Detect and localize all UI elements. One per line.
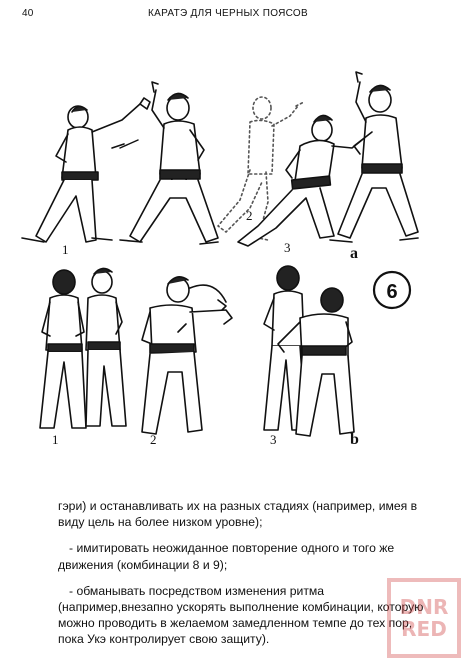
figure-number-circle	[372, 270, 412, 310]
row-a-step-3: 3	[284, 240, 291, 255]
row-a-step-1: 1	[62, 242, 69, 257]
row-a-letter: a	[350, 245, 358, 262]
figure-number: 6	[386, 281, 397, 303]
page-number: 40	[22, 8, 34, 19]
paragraph-3: - обманывать посредством изменения ритма…	[58, 583, 424, 647]
watermark-line-1: DNR	[399, 595, 449, 619]
paragraph-2: - имитировать неожиданное повторение одн…	[58, 541, 395, 572]
row-a-pair-1	[21, 81, 219, 245]
row-b-step-1: 1	[52, 432, 59, 447]
row-a-step-2: 2	[246, 208, 253, 223]
row-b-step-2: 2	[150, 432, 157, 447]
row-b-pair-3	[263, 265, 355, 437]
row-b-pair-2	[141, 276, 233, 435]
row-a-pair-2	[217, 71, 419, 247]
row-b-pair-1	[39, 267, 127, 429]
row-b-step-3: 3	[270, 432, 277, 447]
watermark-logo: DNR RED	[387, 578, 461, 658]
watermark-line-2: RED	[401, 617, 447, 641]
karate-illustration: 6 1 2	[21, 71, 419, 448]
running-head: КАРАТЭ ДЛЯ ЧЕРНЫХ ПОЯСОВ	[148, 8, 308, 19]
row-b-letter: b	[350, 431, 359, 448]
paragraph-1: гэри) и останавливать их на разных стади…	[58, 499, 418, 530]
body-text: гэри) и останавливать их на разных стади…	[58, 498, 428, 648]
